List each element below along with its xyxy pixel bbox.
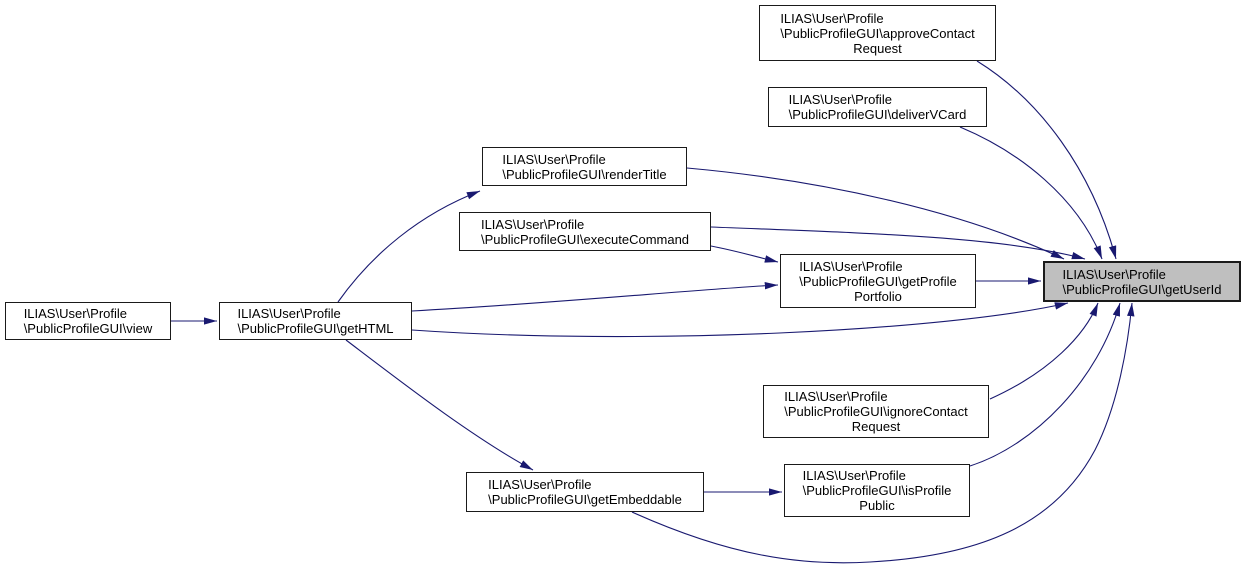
node-label-line: \PublicProfileGUI\getUserId bbox=[1062, 281, 1222, 297]
node-label-line: Request bbox=[851, 419, 901, 434]
edge-renderTitle-getUserId bbox=[686, 167, 1065, 260]
node-label-line: ILIAS\User\Profile bbox=[788, 92, 892, 107]
node-label-line: ILIAS\User\Profile bbox=[799, 258, 903, 274]
node-getUserId[interactable]: ILIAS\User\Profile \PublicProfileGUI\get… bbox=[1043, 261, 1241, 302]
edge-approveContactRequest-getUserId bbox=[976, 60, 1117, 260]
node-isProfilePublic[interactable]: ILIAS\User\Profile \PublicProfileGUI\isP… bbox=[784, 464, 970, 517]
node-label-line: ILIAS\User\Profile bbox=[502, 151, 606, 167]
node-label-line: \PublicProfileGUI\getProfile bbox=[799, 273, 957, 289]
node-getProfilePortfolio[interactable]: ILIAS\User\Profile \PublicProfileGUI\get… bbox=[780, 254, 976, 308]
node-label-line: ILIAS\User\Profile bbox=[23, 306, 128, 321]
edge-getHTML-getProfilePortfolio bbox=[411, 281, 779, 312]
node-label-line: \PublicProfileGUI\approveContact bbox=[780, 25, 975, 41]
node-label-line: ILIAS\User\Profile bbox=[784, 389, 888, 404]
node-label-line: \PublicProfileGUI\view bbox=[23, 321, 153, 336]
node-label-line: Portfolio bbox=[854, 288, 902, 304]
node-label-line: \PublicProfileGUI\ignoreContact bbox=[784, 404, 968, 419]
node-label-line: ILIAS\User\Profile bbox=[488, 477, 592, 492]
edge-getHTML-getEmbeddable bbox=[345, 339, 534, 471]
node-label-line: ILIAS\User\Profile bbox=[480, 216, 585, 232]
node-label-line: Public bbox=[859, 498, 895, 513]
edge-ignoreContactRequest-getUserId bbox=[989, 302, 1099, 400]
node-executeCommand[interactable]: ILIAS\User\Profile \PublicProfileGUI\exe… bbox=[459, 212, 711, 251]
node-getEmbeddable[interactable]: ILIAS\User\Profile \PublicProfileGUI\get… bbox=[466, 472, 704, 512]
edge-isProfilePublic-getUserId bbox=[969, 302, 1121, 467]
node-getHTML[interactable]: ILIAS\User\Profile \PublicProfileGUI\get… bbox=[219, 302, 412, 340]
edge-executeCommand-getProfilePortfolio bbox=[710, 245, 779, 263]
node-label-line: ILIAS\User\Profile bbox=[237, 306, 341, 321]
node-label-line: ILIAS\User\Profile bbox=[780, 10, 884, 26]
node-label-line: Request bbox=[853, 40, 902, 56]
node-approveContactRequest[interactable]: ILIAS\User\Profile \PublicProfileGUI\app… bbox=[759, 5, 996, 61]
node-label-line: \PublicProfileGUI\deliverVCard bbox=[788, 107, 967, 122]
node-renderTitle[interactable]: ILIAS\User\Profile \PublicProfileGUI\ren… bbox=[482, 147, 687, 186]
node-deliverVCard[interactable]: ILIAS\User\Profile \PublicProfileGUI\del… bbox=[768, 87, 987, 127]
node-label-line: \PublicProfileGUI\isProfile bbox=[802, 483, 952, 498]
node-label-line: \PublicProfileGUI\getEmbeddable bbox=[488, 492, 682, 507]
node-label-line: ILIAS\User\Profile bbox=[1062, 266, 1166, 282]
node-label-line: \PublicProfileGUI\executeCommand bbox=[480, 231, 690, 247]
node-label-line: \PublicProfileGUI\renderTitle bbox=[502, 166, 667, 182]
edge-getHTML-getUserId bbox=[411, 302, 1069, 338]
node-view[interactable]: ILIAS\User\Profile \PublicProfileGUI\vie… bbox=[5, 302, 171, 340]
edge-deliverVCard-getUserId bbox=[959, 126, 1103, 260]
node-ignoreContactRequest[interactable]: ILIAS\User\Profile \PublicProfileGUI\ign… bbox=[763, 385, 989, 438]
node-label-line: \PublicProfileGUI\getHTML bbox=[237, 321, 394, 336]
node-label-line: ILIAS\User\Profile bbox=[802, 468, 906, 483]
